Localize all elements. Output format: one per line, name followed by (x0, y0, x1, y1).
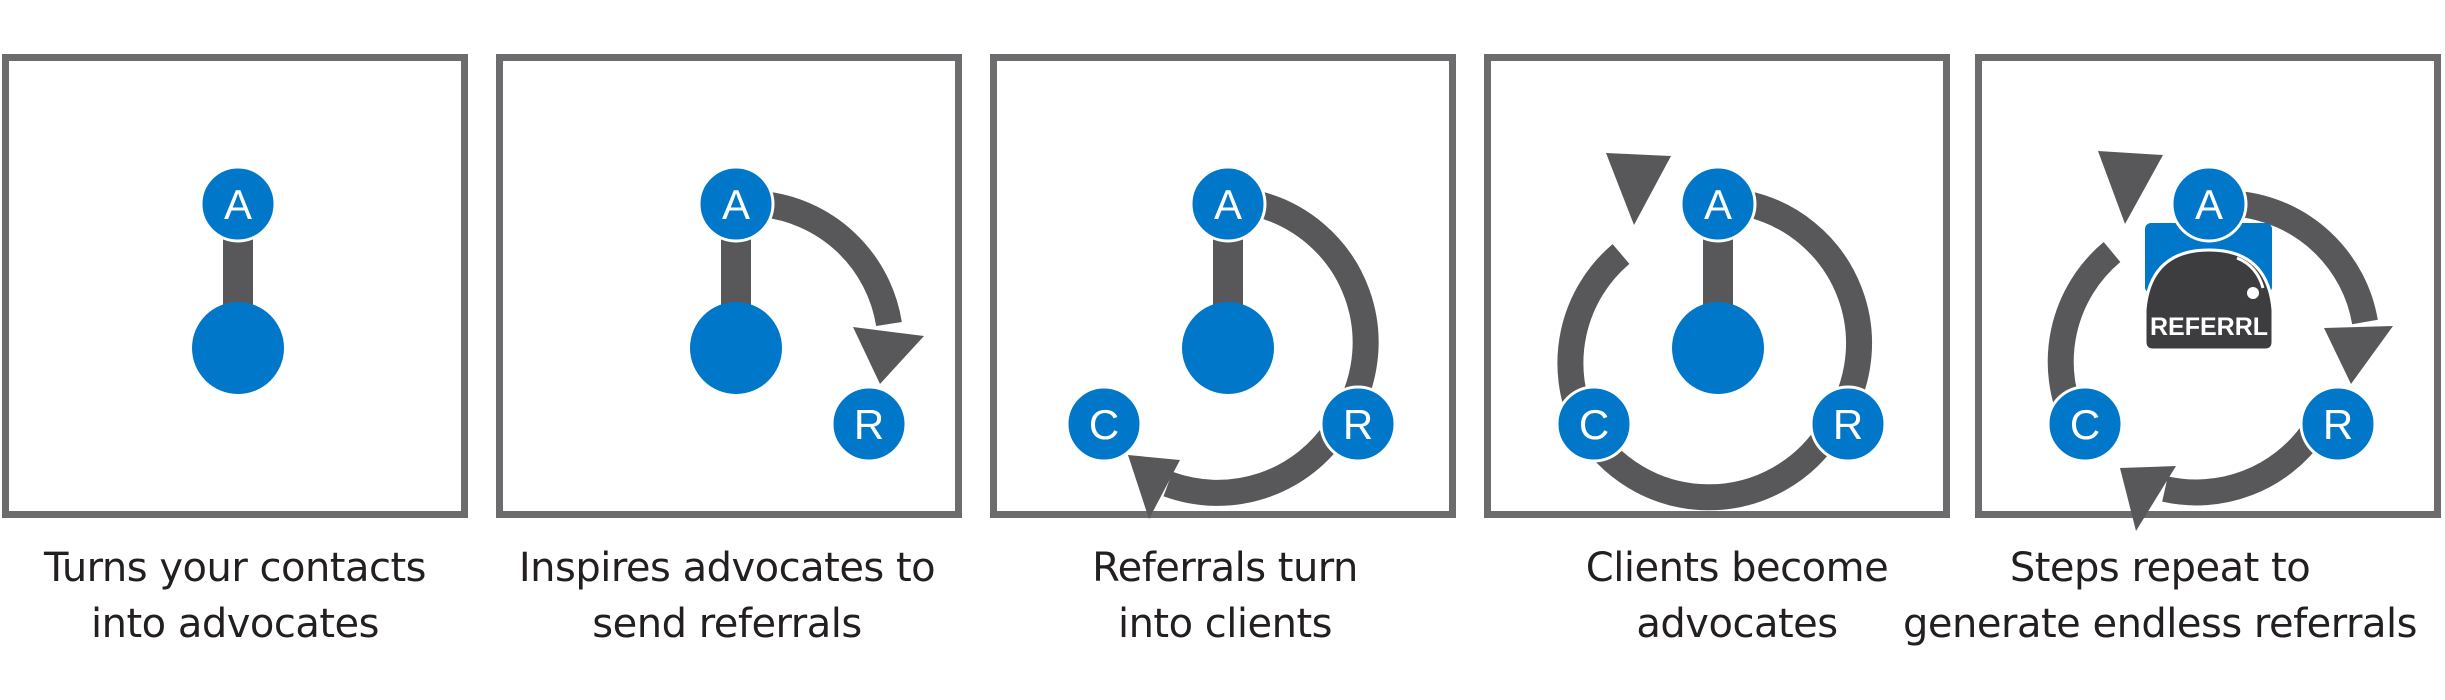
arrowhead (2120, 466, 2176, 531)
advocate-node (199, 165, 277, 243)
client-node (1555, 385, 1633, 463)
arc-arrow-r-to-c (1163, 419, 1349, 506)
referral-node (830, 385, 908, 463)
step-3-diagram: A R C (1065, 165, 1397, 519)
step-1-caption: Turns your contacts into advocates (0, 540, 515, 652)
logo-dot (2247, 287, 2259, 299)
step-4-panel: A R C (1484, 54, 1950, 518)
caption-line: Referrals turn (1092, 545, 1358, 591)
step-3-caption: Referrals turn into clients (945, 540, 1505, 652)
caption-line: into advocates (90, 601, 380, 647)
client-node (2046, 385, 2124, 463)
advocate-node (697, 165, 775, 243)
referral-node (1319, 385, 1397, 463)
step-2-panel: A R (496, 54, 962, 518)
referral-node-label: R (1833, 401, 1863, 448)
logo-arc-accent (2236, 256, 2265, 289)
referral-node (1809, 385, 1887, 463)
referrl-logo: REFERRL (2143, 223, 2275, 352)
caption-line: Turns your contacts (43, 545, 427, 591)
arrowhead (1606, 153, 1671, 225)
advocate-node (2170, 165, 2248, 243)
arrowhead (2324, 326, 2393, 384)
contact-node (192, 302, 284, 394)
step-5-caption: Steps repeat to generate endless referra… (1880, 540, 2440, 652)
arrowhead (853, 327, 924, 384)
caption-line: Clients become (1585, 545, 1889, 591)
step-1-diagram: A (192, 165, 284, 394)
step-2-caption: Inspires advocates to send referrals (447, 540, 1007, 652)
arrowhead (2098, 151, 2163, 224)
client-node-label: C (1089, 401, 1119, 448)
advocate-node-label: A (224, 181, 252, 228)
step-1-panel: A (2, 54, 468, 518)
advocate-node (1189, 165, 1267, 243)
client-node-label: C (2070, 401, 2100, 448)
referral-node-label: R (2323, 401, 2353, 448)
step-3-panel: A R C (990, 54, 1456, 519)
referral-node-label: R (854, 401, 884, 448)
arrowhead (1128, 455, 1180, 519)
client-node-label: C (1579, 401, 1609, 448)
step-5-panel: REFERRL A R C (1975, 54, 2441, 531)
contact-node (690, 302, 782, 394)
referral-node (2299, 385, 2377, 463)
caption-line: send referrals (592, 601, 862, 647)
arc-arrow-r-to-c (2162, 424, 2324, 506)
logo-text: REFERRL (2150, 313, 2268, 341)
caption-line: Inspires advocates to (518, 545, 936, 591)
caption-line: into clients (1117, 601, 1333, 647)
advocate-node-label: A (722, 181, 750, 228)
contact-node (1672, 302, 1764, 394)
advocate-node-label: A (1214, 181, 1242, 228)
step-4-diagram: A R C (1555, 153, 1887, 511)
logo-dark-dome (2143, 248, 2275, 352)
caption-line: advocates (1636, 601, 1838, 647)
referral-node-label: R (1343, 401, 1373, 448)
advocate-node (1679, 165, 1757, 243)
caption-line: generate endless referrals (1903, 601, 2417, 647)
step-5-diagram: REFERRL A R C (2046, 151, 2393, 531)
step-2-diagram: A R (690, 165, 924, 463)
advocate-node-label: A (2195, 181, 2223, 228)
arc-arrow-a-to-r (759, 191, 902, 327)
arc-arrow-a-to-r (2237, 191, 2378, 325)
caption-line: Steps repeat to (2009, 545, 2311, 591)
advocate-node-label: A (1704, 181, 1732, 228)
client-node (1065, 385, 1143, 463)
contact-node (1182, 302, 1274, 394)
step-4-caption: Clients become advocates (1457, 540, 2017, 652)
